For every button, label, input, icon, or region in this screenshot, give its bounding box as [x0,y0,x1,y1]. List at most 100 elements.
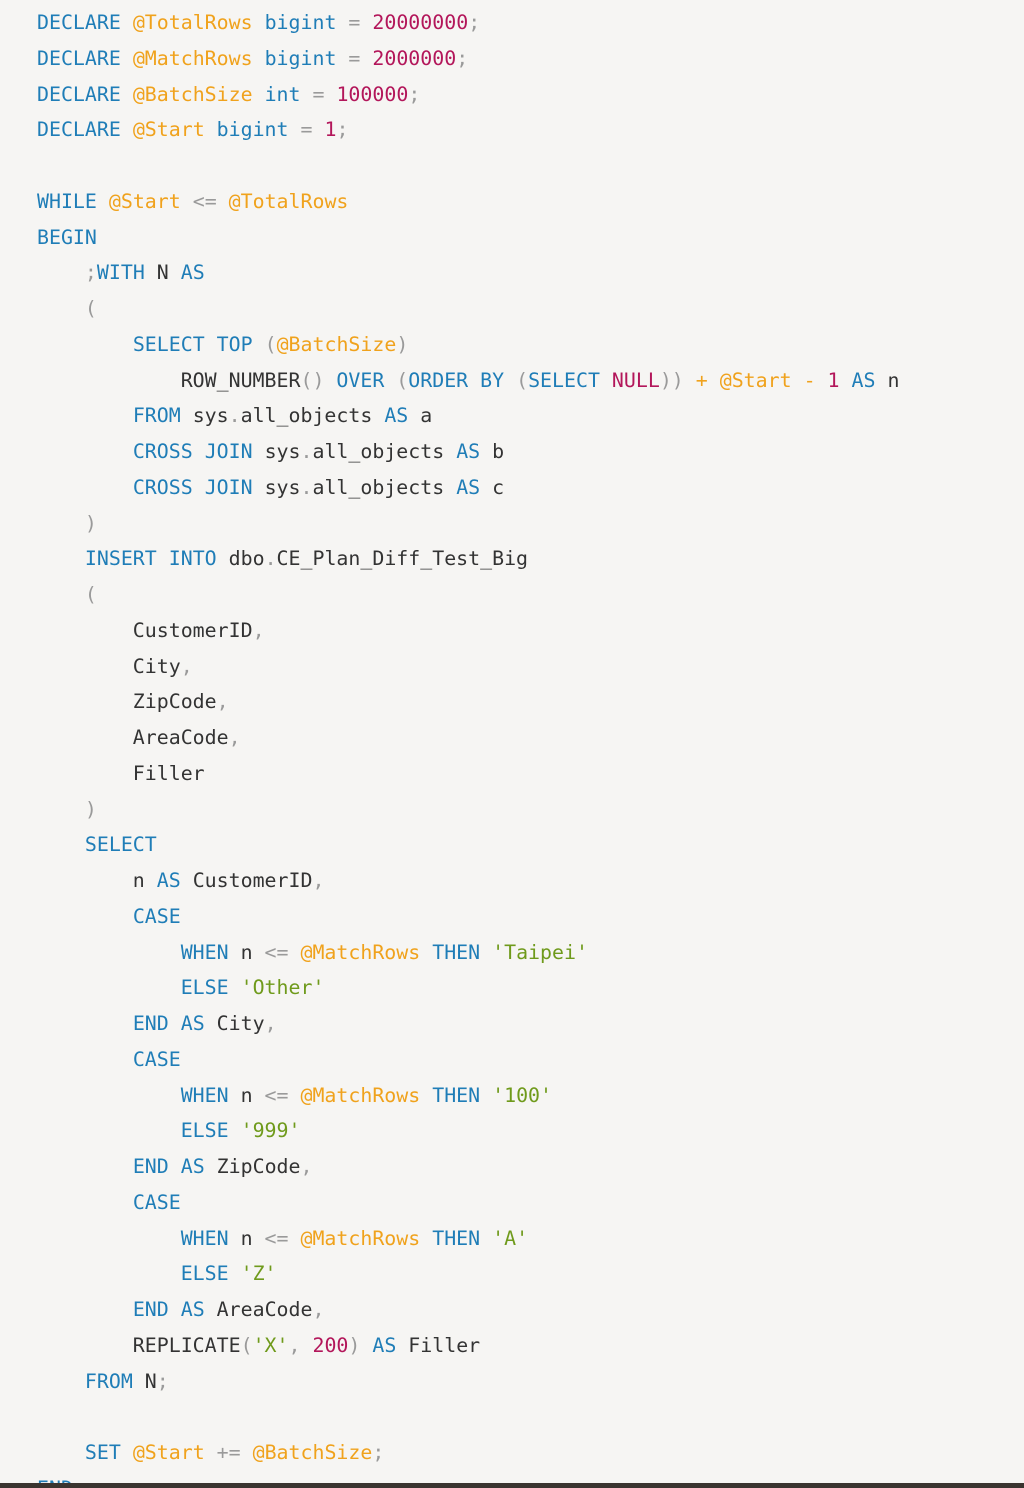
code-token [37,798,85,821]
code-token [420,1227,432,1250]
code-token [600,369,612,392]
code-token: AS [851,368,876,392]
code-token [37,547,85,570]
code-line: CASE [37,899,899,935]
code-token [121,47,133,70]
code-token: ( [240,1333,253,1357]
code-token: ( [264,332,277,356]
code-token: OVER [336,368,385,392]
code-token: n [228,1083,265,1107]
code-token: , [216,690,229,714]
code-line: CustomerID, [37,613,899,649]
code-line: ) [37,506,899,542]
code-token [205,333,217,356]
code-token: WHILE [37,189,97,213]
code-line: WHEN n <= @MatchRows THEN 'Taipei' [37,935,899,971]
code-token: = [300,118,313,142]
code-token: AS [180,1012,205,1035]
code-token: @MatchRows [300,1083,421,1107]
code-token [504,369,516,392]
code-token [37,833,85,856]
code-token: n [875,368,900,392]
code-token [37,1048,133,1071]
code-block[interactable]: DECLARE @TotalRows bigint = 20000000;DEC… [37,5,899,1488]
code-token [217,190,229,213]
code-token: ( [84,583,97,606]
code-token: 'A' [492,1226,529,1250]
code-token [253,11,265,34]
code-token: ELSE [180,1119,229,1143]
code-token: @Start [132,1441,205,1464]
code-line: n AS CustomerID, [37,863,899,899]
code-token: City [204,1012,265,1035]
code-token: ( [516,368,529,392]
code-token: @BatchSize [132,82,253,106]
code-token: @Start [108,189,181,213]
code-token: ROW_NUMBER [37,368,301,392]
code-token [289,1227,301,1250]
code-token: , [288,1333,301,1357]
code-token: END [132,1155,169,1178]
code-token [121,11,133,34]
code-token: AS [372,1333,397,1357]
code-token: ) [348,1333,361,1357]
code-token: JOIN [204,475,253,499]
code-token: THEN [432,1226,481,1250]
code-token: ; [408,82,421,106]
code-line: ELSE '999' [37,1113,899,1149]
code-token: WHEN [180,940,229,964]
code-line: ( [37,577,899,613]
code-token: AS [456,475,481,499]
code-token: END [132,1298,169,1321]
code-token: += [216,1441,241,1464]
code-token: FROM [132,404,181,428]
code-token [253,47,265,70]
code-token: @BatchSize [252,1441,373,1464]
code-token: = [348,11,361,34]
code-token: @Start [132,118,205,142]
code-line: DECLARE @BatchSize int = 100000; [37,77,899,113]
code-token [336,11,348,34]
code-token: 2000000 [372,46,457,70]
code-token [37,333,133,356]
code-token: , [228,726,241,749]
code-token [37,1298,133,1321]
code-token: @BatchSize [276,332,397,356]
code-token: AS [456,440,481,463]
code-line: City, [37,649,899,685]
code-token: . [300,475,313,499]
code-token: DECLARE [37,118,121,142]
code-token [157,547,169,570]
code-token: SELECT [528,368,600,392]
code-token: City [37,654,181,678]
code-token [37,297,85,320]
code-token [324,83,336,106]
code-token: AS [180,1298,205,1321]
code-token: bigint [264,46,337,70]
code-token: AS [156,869,181,892]
code-token: 'X' [252,1333,289,1357]
code-token [480,941,492,964]
code-token: 100000 [336,82,409,106]
code-token: <= [264,1083,289,1107]
code-token: ; [468,11,481,34]
bottom-bar [0,1483,1024,1488]
code-token [253,83,265,106]
code-token: ; [73,1477,85,1488]
code-token: = [312,82,325,106]
code-token: AreaCode [204,1298,313,1321]
code-token [37,1370,85,1393]
code-token [840,369,852,392]
code-token: '100' [492,1083,553,1107]
code-line: BEGIN [37,220,899,256]
code-token: ELSE [180,976,229,1000]
code-token: , [264,1012,277,1035]
code-token [37,1012,133,1035]
code-token: DECLARE [37,46,121,70]
code-token: ELSE [180,1262,229,1286]
code-token: , [312,1298,325,1321]
code-token: . [228,404,241,428]
code-token: @TotalRows [228,189,349,213]
code-token: CustomerID [180,869,313,892]
code-token: 20000000 [372,11,469,34]
